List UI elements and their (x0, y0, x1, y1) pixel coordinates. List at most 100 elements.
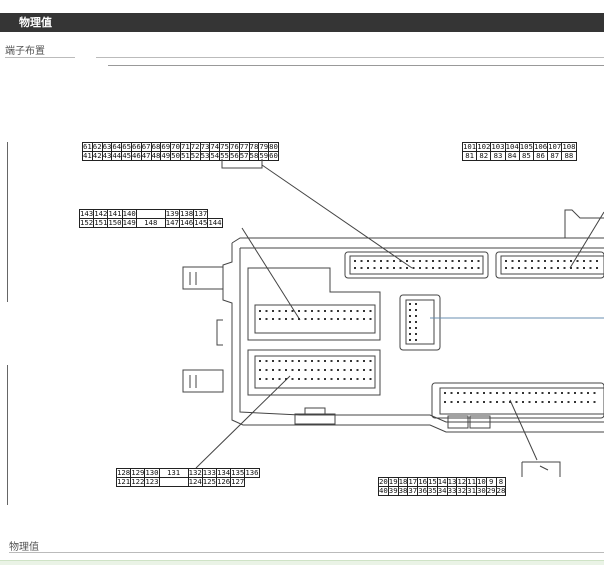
pin-dot (505, 260, 507, 262)
pin-dot (483, 401, 485, 403)
pin-dot (285, 369, 287, 371)
connector-pin-cell: 149 (121, 218, 137, 228)
pin-dot (304, 378, 307, 380)
leader-line-2 (241, 227, 301, 321)
pin-dot (537, 267, 540, 269)
pin-dot (464, 267, 467, 269)
pin-dot (324, 310, 326, 312)
pin-dot (350, 378, 352, 380)
pin-dot (483, 392, 485, 394)
pin-dot (259, 310, 261, 312)
pin-dot (272, 318, 274, 320)
info-bar (0, 560, 604, 565)
pin-dot (393, 260, 395, 262)
connector-body-mid (399, 294, 441, 351)
pin-dot (554, 392, 557, 394)
pin-dot (324, 318, 326, 320)
pin-dot (356, 369, 359, 371)
pin-dot (567, 392, 570, 394)
pin-dot (298, 318, 300, 320)
pin-dot (563, 267, 566, 269)
pin-dot (406, 260, 408, 262)
side-clip (216, 319, 223, 346)
connector-pin-cell: 28 (495, 486, 507, 496)
connector-pin-cell: 145 (193, 218, 209, 228)
housing-outline (222, 237, 604, 433)
pin-dot (265, 360, 268, 362)
pin-dot (285, 318, 287, 320)
pin-dot (505, 267, 507, 269)
divider-line-2 (108, 65, 604, 66)
pin-dot (350, 310, 352, 312)
connector-body-left-lower (247, 349, 381, 396)
pin-dot (471, 260, 473, 262)
pin-dot (576, 260, 579, 262)
pin-dot (298, 369, 300, 371)
pin-dot (415, 327, 417, 329)
pin-dot (522, 392, 524, 394)
connector-pin-cell: 122 (130, 477, 146, 487)
pin-dot (415, 339, 417, 341)
connector-pin-cell: 127 (230, 477, 246, 487)
pin-dot (265, 378, 268, 380)
pin-dot (278, 360, 281, 362)
pin-dot (438, 260, 441, 262)
pin-dot (330, 378, 333, 380)
pin-dot (350, 369, 352, 371)
pin-dot (425, 260, 428, 262)
pin-dot (278, 318, 281, 320)
pin-dot (343, 318, 346, 320)
pin-dot (311, 369, 313, 371)
bottom-section-label: 物理值 (9, 542, 39, 553)
pin-dot (324, 378, 326, 380)
pin-dot (337, 369, 339, 371)
connector-pin-cell: 88 (561, 151, 577, 161)
leader-line-5 (569, 211, 604, 269)
pin-dot (317, 369, 320, 371)
pin-dot (531, 260, 533, 262)
pin-dot (291, 378, 294, 380)
pin-dot (373, 267, 376, 269)
pin-dot (444, 392, 446, 394)
pin-dot (409, 321, 411, 323)
pin-dot (298, 310, 300, 312)
pin-dot (419, 267, 421, 269)
pin-dot (509, 392, 511, 394)
pin-dot (367, 267, 369, 269)
pin-dot (337, 310, 339, 312)
pin-dot (363, 360, 365, 362)
pin-dot (363, 378, 365, 380)
pin-dot (544, 267, 546, 269)
pin-dot (265, 369, 268, 371)
pin-dot (354, 260, 356, 262)
pin-dot (502, 401, 505, 403)
pin-dot (272, 378, 274, 380)
pin-dot (311, 310, 313, 312)
pin-dot (337, 378, 339, 380)
pin-dot (458, 267, 460, 269)
mount-ear-top (182, 266, 224, 290)
pin-dot (406, 267, 408, 269)
pin-dot (587, 392, 589, 394)
pin-dot (574, 392, 576, 394)
pin-dot (337, 360, 339, 362)
pin-dot (445, 267, 447, 269)
pin-dot (343, 378, 346, 380)
leader-line-4 (509, 399, 538, 461)
pin-dot (272, 360, 274, 362)
connector-pin-cell: 152 (78, 218, 95, 228)
pin-dot (350, 318, 352, 320)
pin-dot (432, 267, 434, 269)
page-title: 物理值 (19, 16, 52, 29)
pin-dot (531, 267, 533, 269)
pin-dot (477, 260, 480, 262)
pin-dot (541, 392, 544, 394)
pin-dot (304, 360, 307, 362)
bottom-divider (9, 552, 604, 553)
